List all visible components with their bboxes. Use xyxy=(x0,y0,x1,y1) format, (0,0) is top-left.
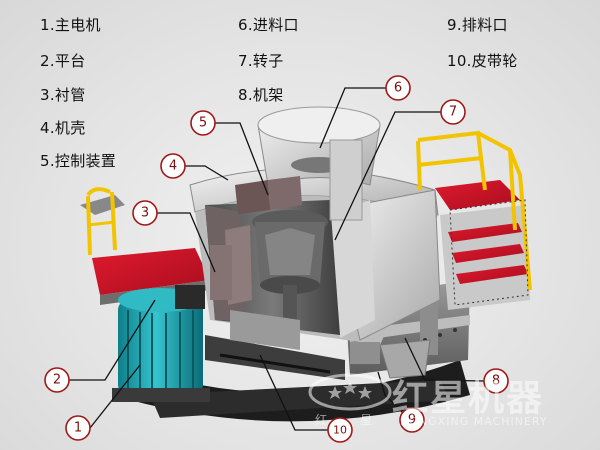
callout-3 xyxy=(132,200,158,226)
callout-number-3: 3 xyxy=(141,206,149,221)
leader-line-10 xyxy=(259,354,328,431)
watermark-logo-icon xyxy=(308,373,392,411)
legend-item-liner: 3.衬管 xyxy=(40,86,86,104)
watermark-chinese: 红星机器 xyxy=(392,378,544,419)
callout-8 xyxy=(483,368,509,394)
leader-line-1 xyxy=(89,364,141,429)
leader-line-3 xyxy=(156,212,216,273)
control-device xyxy=(235,176,302,214)
callout-number-8: 8 xyxy=(492,374,500,389)
legend-item-belt-pulley: 10.皮带轮 xyxy=(447,52,518,70)
legend-item-frame: 8.机架 xyxy=(238,86,284,104)
legend-item-platform: 2.平台 xyxy=(40,52,86,70)
callout-number-10: 10 xyxy=(333,424,347,437)
callout-4 xyxy=(160,153,186,179)
callout-1 xyxy=(65,415,91,441)
legend-item-control-device: 5.控制装置 xyxy=(40,152,117,170)
belt-pulley xyxy=(205,310,345,380)
callout-2 xyxy=(44,367,70,393)
motor xyxy=(112,285,210,402)
callout-number-6: 6 xyxy=(394,81,402,96)
base-shadow xyxy=(130,360,470,422)
leader-line-8 xyxy=(404,337,485,382)
legend-item-rotor: 7.转子 xyxy=(238,52,284,70)
leader-line-6 xyxy=(319,87,386,149)
callout-7 xyxy=(440,99,466,125)
leader-line-4 xyxy=(184,165,229,181)
callout-number-9: 9 xyxy=(408,413,416,428)
callout-9 xyxy=(399,407,425,433)
watermark-stars-icon xyxy=(328,381,372,399)
leader-line-5 xyxy=(214,122,269,196)
feed-inlet xyxy=(257,106,381,221)
watermark-english: HONGXING MACHINERY xyxy=(400,415,548,428)
leader-line-2 xyxy=(68,299,156,381)
rotor xyxy=(252,210,328,335)
watermark-right-char: 星 xyxy=(360,413,372,427)
callout-number-1: 1 xyxy=(74,421,82,436)
discharge-outlet xyxy=(350,339,431,379)
right-stairs xyxy=(416,130,532,310)
legend-item-feed-inlet: 6.进料口 xyxy=(238,16,299,34)
callout-number-2: 2 xyxy=(53,373,61,388)
callout-10 xyxy=(327,417,353,443)
legend-item-main-motor: 1.主电机 xyxy=(40,16,101,34)
callout-5 xyxy=(190,110,216,136)
legend-item-discharge-outlet: 9.排料口 xyxy=(447,16,508,34)
legend-item-casing: 4.机壳 xyxy=(40,119,86,137)
watermark-left-char: 红 xyxy=(315,412,327,427)
callout-6 xyxy=(385,75,411,101)
callout-number-5: 5 xyxy=(199,116,207,131)
leader-line-7 xyxy=(334,111,441,241)
callout-number-4: 4 xyxy=(169,159,177,174)
callout-number-7: 7 xyxy=(449,105,457,120)
